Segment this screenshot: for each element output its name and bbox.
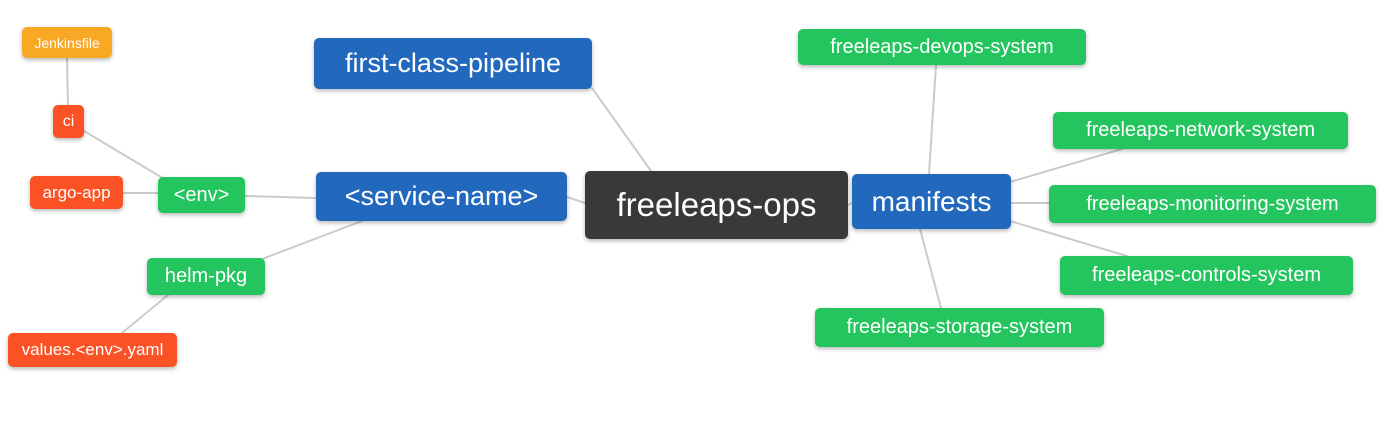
edge-manifests-devops (928, 64, 937, 175)
node-freeleaps-ops-root[interactable]: freeleaps-ops (585, 171, 848, 239)
edge-manifests-network (1009, 148, 1123, 183)
node-freeleaps-monitoring-system[interactable]: freeleaps-monitoring-system (1049, 185, 1376, 223)
edge-ci-env (83, 130, 167, 181)
node-manifests[interactable]: manifests (852, 174, 1011, 229)
node-freeleaps-devops-system[interactable]: freeleaps-devops-system (798, 29, 1086, 65)
edge-ops-manifests (847, 202, 853, 206)
edge-values-helm-pkg (121, 294, 169, 334)
edge-jenkinsfile-ci (66, 57, 69, 106)
node-jenkinsfile[interactable]: Jenkinsfile (22, 27, 112, 58)
node-service-name[interactable]: <service-name> (316, 172, 567, 221)
edge-helm-pkg-service-name (261, 220, 363, 260)
edge-first-class-pipeline-ops (591, 87, 652, 172)
node-argo-app[interactable]: argo-app (30, 176, 123, 209)
node-freeleaps-network-system[interactable]: freeleaps-network-system (1053, 112, 1348, 149)
edge-service-name-ops (566, 196, 586, 204)
edge-manifests-storage (919, 228, 942, 309)
node-helm-pkg[interactable]: helm-pkg (147, 258, 265, 295)
edge-env-service-name (244, 195, 317, 199)
node-freeleaps-storage-system[interactable]: freeleaps-storage-system (815, 308, 1104, 347)
node-ci[interactable]: ci (53, 105, 84, 138)
node-env[interactable]: <env> (158, 177, 245, 213)
node-first-class-pipeline[interactable]: first-class-pipeline (314, 38, 592, 89)
edge-manifests-controls (1009, 220, 1128, 257)
node-values-env-yaml[interactable]: values.<env>.yaml (8, 333, 177, 367)
node-freeleaps-controls-system[interactable]: freeleaps-controls-system (1060, 256, 1353, 295)
